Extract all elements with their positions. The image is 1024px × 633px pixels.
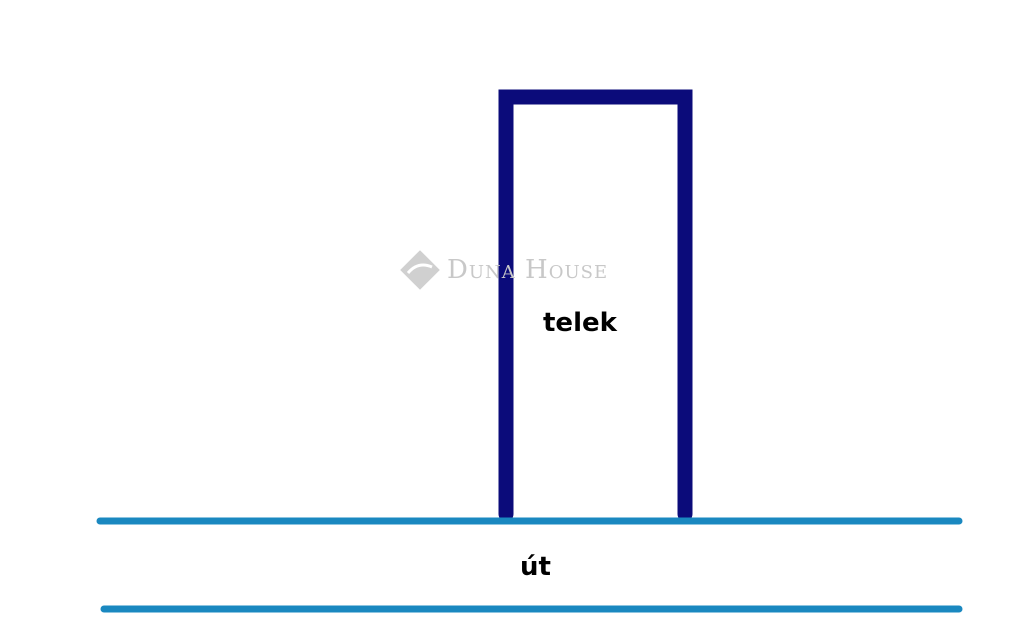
plot-label: telek	[543, 308, 617, 338]
watermark-text: Duna House	[447, 255, 609, 285]
watermark-logo-icon	[400, 250, 440, 290]
plot-outline	[498, 89, 693, 522]
road-label: út	[520, 552, 551, 582]
